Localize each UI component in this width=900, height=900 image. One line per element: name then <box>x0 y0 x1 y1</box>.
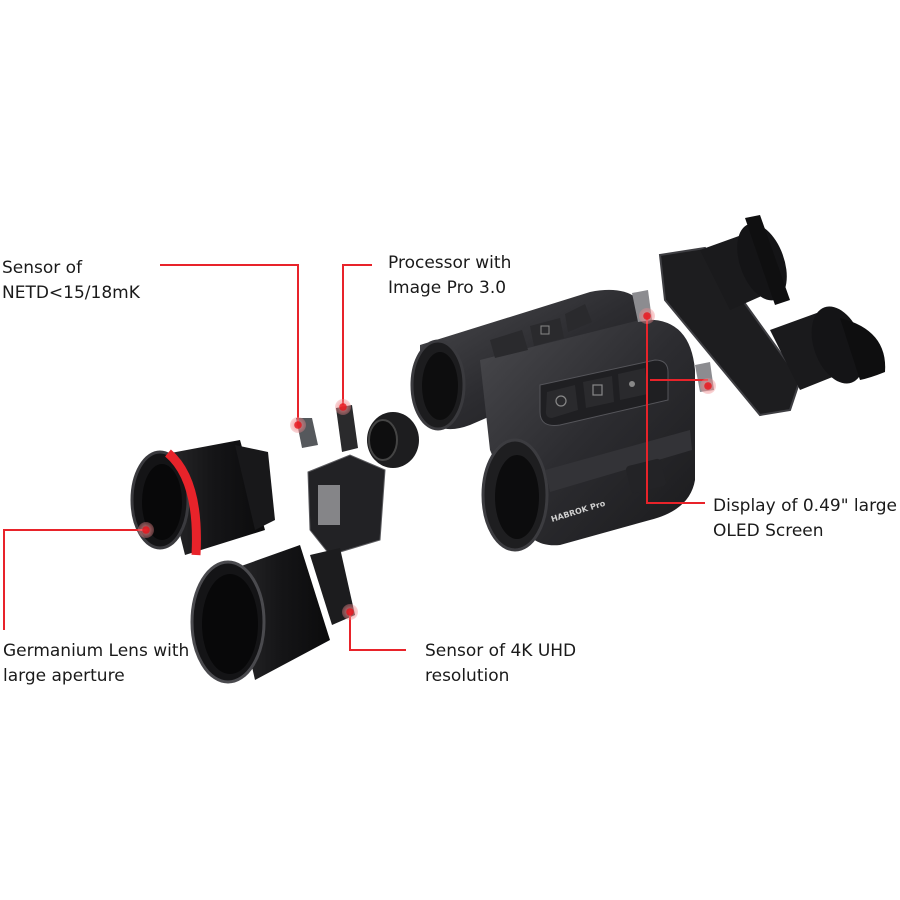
callout-dots <box>138 308 716 620</box>
callout-lines <box>3 264 708 651</box>
callout-line-thermal-sensor <box>160 264 299 425</box>
callout-dot-uhd-sensor <box>342 604 358 620</box>
callout-text-line: OLED Screen <box>713 521 824 541</box>
brightness-icon <box>629 381 635 387</box>
callout-text-line: NETD<15/18mK <box>2 283 140 303</box>
top-buttons <box>490 304 592 358</box>
callout-label-thermal-sensor: Sensor of NETD<15/18mK <box>2 256 140 306</box>
callout-dot-display-side <box>700 378 716 394</box>
callout-dot-processor <box>335 399 351 415</box>
thermal-objective-lens <box>130 440 275 556</box>
callout-line-germanium-lens <box>3 529 146 630</box>
callout-text-line: Image Pro 3.0 <box>388 278 507 298</box>
callout-dot-display-top <box>639 308 655 324</box>
eyepiece-assembly <box>632 215 886 417</box>
callout-text-line: Sensor of <box>2 258 83 278</box>
processor-board <box>336 405 358 452</box>
internal-components <box>296 405 419 556</box>
callout-text-line: Display of 0.49" large <box>713 496 898 516</box>
callout-line-uhd-sensor <box>349 612 406 651</box>
red-accent-ring <box>164 449 201 556</box>
callout-label-display: Display of 0.49" large OLED Screen <box>713 494 897 544</box>
callout-dot-thermal-sensor <box>290 417 306 433</box>
callout-line-processor <box>342 264 372 405</box>
callout-text-line: Processor with <box>388 253 512 273</box>
daylight-objective-lens <box>190 545 355 684</box>
callout-text-line: Germanium Lens with <box>3 641 190 661</box>
menu-icon <box>592 384 603 396</box>
callout-label-processor: Processor with Image Pro 3.0 <box>388 251 511 301</box>
callout-line-display <box>646 318 705 504</box>
callout-label-germanium-lens: Germanium Lens with large aperture <box>3 639 189 689</box>
callout-text-line: resolution <box>425 666 510 686</box>
callout-text-line: large aperture <box>3 666 125 686</box>
menu-icon <box>540 325 550 335</box>
side-buttons <box>545 368 648 418</box>
callout-text-line: Sensor of 4K UHD <box>425 641 577 661</box>
binocular-body: HABROK Pro <box>410 289 695 552</box>
callout-dot-germanium-lens <box>138 522 154 538</box>
callout-label-uhd-sensor: Sensor of 4K UHD resolution <box>425 639 576 689</box>
power-icon <box>555 395 567 407</box>
